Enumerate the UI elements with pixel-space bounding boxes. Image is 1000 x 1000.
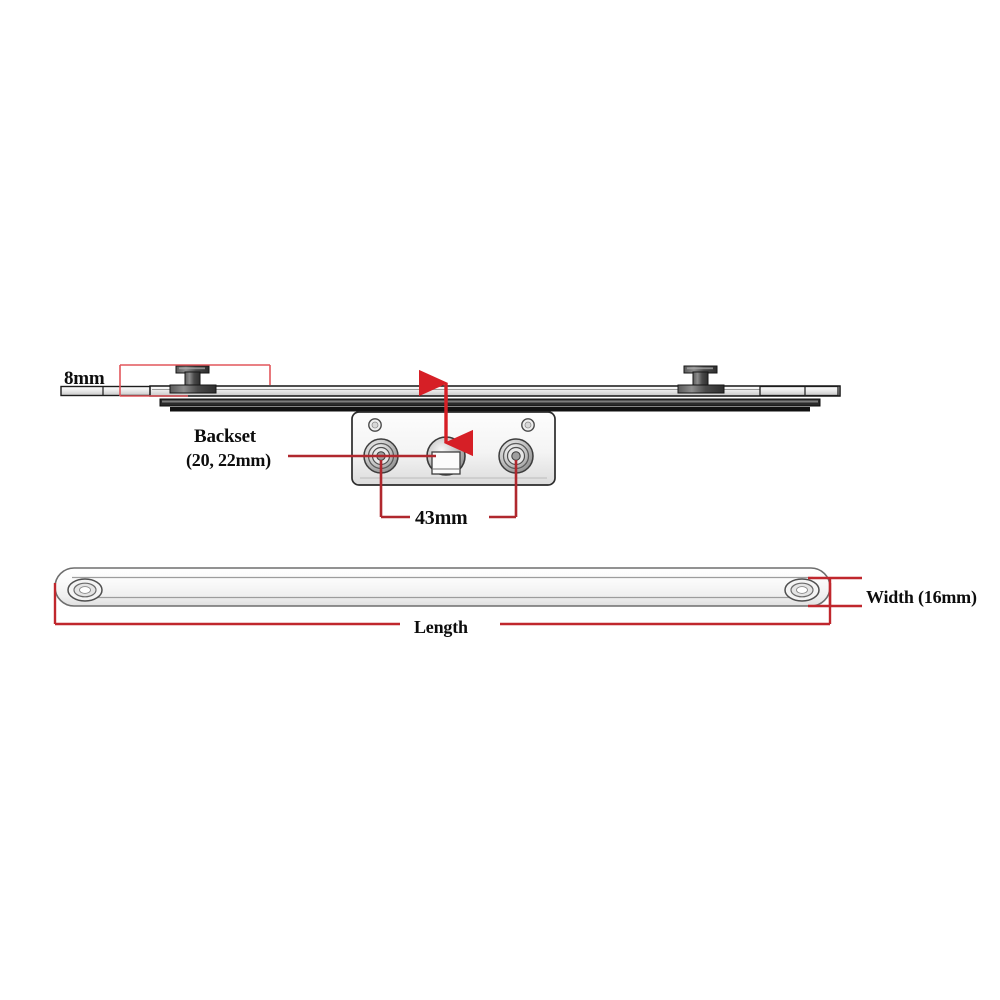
rivet-right	[677, 365, 725, 394]
thickness-label: 8mm	[64, 368, 105, 389]
thickness-dimension	[119, 364, 271, 397]
faceplate-backing-rail	[159, 398, 821, 412]
length-label: Length	[414, 617, 468, 637]
screw-hole-top-left	[368, 418, 382, 432]
rivet-left	[169, 365, 217, 394]
screw-hole-top-right	[521, 418, 535, 432]
width-label: Width (16mm)	[866, 587, 977, 607]
width-dimension	[808, 576, 862, 608]
faceplate	[149, 385, 841, 397]
bolt-spacing-label: 43mm	[415, 507, 468, 529]
backset-values-label: (20, 22mm)	[186, 450, 271, 470]
side-section-view	[60, 365, 841, 486]
faceplate-right-tip	[759, 385, 839, 397]
plan-screw-hole-left	[67, 578, 103, 602]
bolt-spacing-dimension	[379, 460, 518, 519]
backset-dimension	[288, 369, 474, 458]
backset-label: Backset	[194, 426, 256, 447]
plan-face-view	[54, 567, 831, 607]
bolt-hole-right	[498, 438, 534, 474]
plan-screw-hole-right	[784, 578, 820, 602]
lock-case	[351, 411, 556, 486]
